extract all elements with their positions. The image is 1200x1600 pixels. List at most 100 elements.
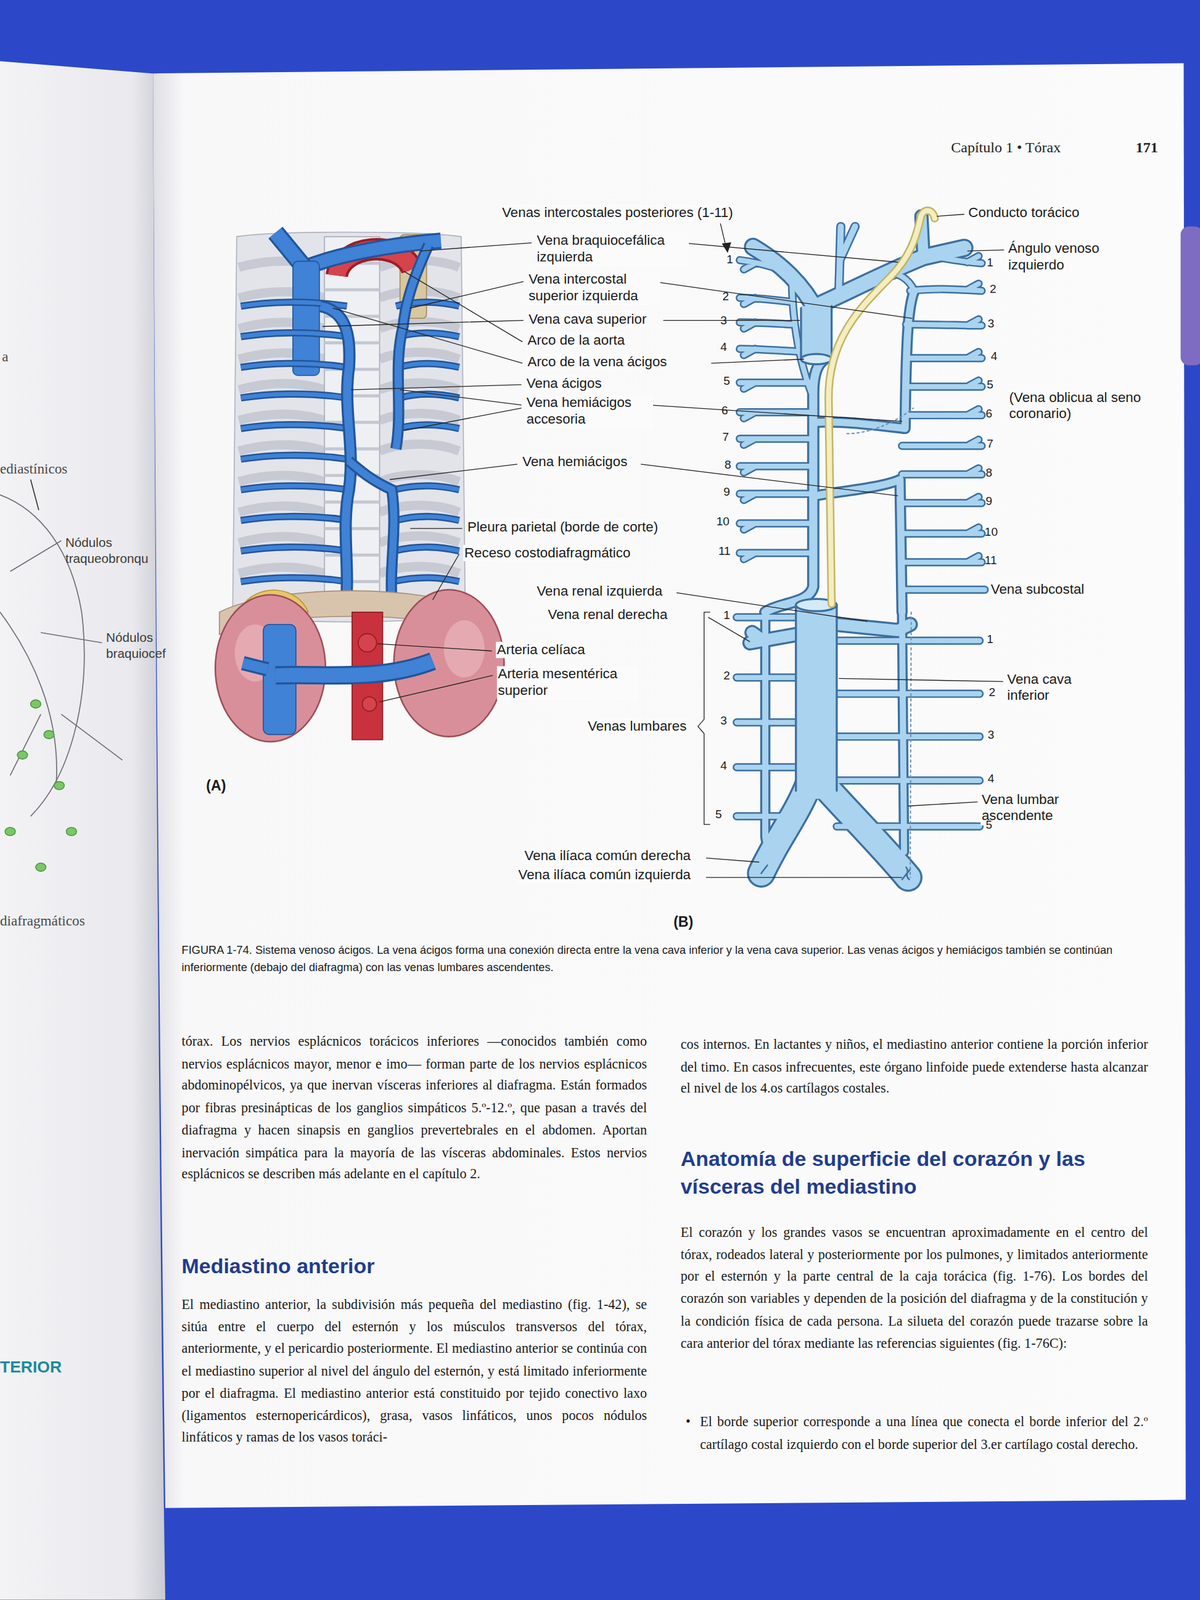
body-paragraph: El borde superior corresponde a una líne… <box>699 1411 1148 1456</box>
callout-number: 2 <box>989 282 997 297</box>
part-label: Vena hemiácigos <box>521 453 629 471</box>
left-page-illustration <box>35 863 47 872</box>
schematic-b <box>836 640 980 827</box>
schematic-b <box>801 353 832 365</box>
schematic-b <box>828 210 935 605</box>
schematic-b <box>902 612 905 853</box>
illustration-a <box>242 663 268 670</box>
illustration-a <box>275 661 433 676</box>
illustration-a <box>361 696 377 711</box>
callout-number: 5 <box>986 818 993 833</box>
illustration-a <box>292 261 320 376</box>
schematic-b <box>846 408 914 434</box>
part-label: Vena ácigos <box>525 375 603 393</box>
schematic-b <box>836 624 911 631</box>
leader-lines <box>350 384 522 390</box>
leader-lines <box>967 249 1005 251</box>
book-pages <box>0 61 166 1600</box>
schematic-b <box>824 785 909 878</box>
callout-number: 1 <box>986 255 994 271</box>
body-paragraph: El mediastino anterior, la subdivisión m… <box>181 1293 648 1449</box>
leader-lines <box>403 271 523 342</box>
schematic-b <box>796 604 837 799</box>
callout-number: 5 <box>723 374 731 389</box>
callout-number: 11 <box>718 545 731 560</box>
callout-number: 8 <box>724 458 732 473</box>
leader-lines <box>838 678 1003 682</box>
left-page-illustration <box>4 699 77 872</box>
page-number: 171 <box>1135 138 1159 157</box>
callout-number: 1 <box>986 632 994 647</box>
schematic-b <box>749 632 796 644</box>
part-label: (Vena oblicua al seno coronario) <box>1008 389 1152 424</box>
part-label: Venas lumbares <box>586 718 688 736</box>
part-label: Vena ilíaca común izquierda <box>517 867 692 885</box>
part-label: Vena lumbar ascendente <box>980 791 1081 826</box>
schematic-b <box>801 305 832 359</box>
callout-number: 10 <box>716 515 730 530</box>
body-paragraph: cos internos. En lactantes y niños, el m… <box>680 1033 1149 1101</box>
left-page-illustration <box>4 827 16 836</box>
leader-lines <box>706 876 903 878</box>
body-paragraph: tórax. Los nervios esplácnicos torácicos… <box>181 1030 648 1186</box>
part-label: Vena renal derecha <box>546 607 669 625</box>
part-label: Vena hemiácigos accesoria <box>525 394 654 429</box>
leader-lines <box>379 675 494 702</box>
leader-lines <box>322 214 1004 879</box>
part-label: Receso costodiafragmático <box>463 545 632 562</box>
part-label: Arco de la aorta <box>526 332 626 350</box>
schematic-b <box>801 305 832 359</box>
part-label: Vena braquiocefálica izquierda <box>535 232 689 267</box>
leader-lines <box>389 464 898 496</box>
panel-letter: (A) <box>205 777 226 795</box>
callout-number: 1 <box>726 252 734 268</box>
callout-number: 4 <box>720 341 728 356</box>
facing-page-text: ediastínicos <box>0 461 68 479</box>
callout-number: 6 <box>721 403 729 419</box>
section-heading: Anatomía de superficie del corazón y las… <box>680 1145 1110 1200</box>
left-page-illustration <box>54 781 65 790</box>
callout-number: 10 <box>984 525 998 540</box>
left-page-illustration <box>30 479 39 511</box>
part-label: Vena cava inferior <box>1006 671 1101 706</box>
callout-number: 3 <box>987 728 995 744</box>
left-page-illustration <box>30 699 42 708</box>
callout-number: 2 <box>723 669 731 684</box>
schematic-b <box>900 255 985 590</box>
illustration-a <box>349 244 429 610</box>
callout-number: 9 <box>986 495 993 510</box>
callout-number: 4 <box>990 350 998 365</box>
part-label: Venas intercostales posteriores (1-11) <box>500 205 734 222</box>
callout-number: 6 <box>986 406 993 422</box>
facing-page-label: Nódulos braquiocef <box>106 630 153 663</box>
part-label: Conducto torácico <box>967 205 1081 222</box>
part-label: Arteria celíaca <box>495 641 586 659</box>
illustration-a <box>241 302 350 582</box>
callout-number: 9 <box>723 485 731 501</box>
running-head: Capítulo 1 • Tórax <box>950 138 1061 157</box>
callout-number: 5 <box>986 378 994 393</box>
figure-caption: FIGURA 1-74. Sistema venoso ácigos. La v… <box>181 941 1154 976</box>
callout-number: 4 <box>987 772 995 787</box>
leader-lines <box>377 643 492 652</box>
illustration-a <box>275 661 433 676</box>
part-label: Vena renal izquierda <box>535 583 664 601</box>
facing-page-text: a <box>1 349 9 367</box>
illustration-a <box>215 231 504 742</box>
book-pages <box>152 63 1186 1509</box>
part-label: Ángulo venoso izquierdo <box>1006 241 1128 276</box>
facing-page-text: diafragmáticos <box>0 913 86 931</box>
facing-page-label: Nódulos traqueobronqu <box>65 535 152 568</box>
illustration-a <box>232 231 465 622</box>
illustration-a <box>241 302 350 582</box>
callout-number: 3 <box>720 714 728 729</box>
callout-number: 7 <box>986 437 994 453</box>
callout-number: 1 <box>723 609 731 624</box>
book-pages <box>1180 226 1200 366</box>
schematic-b <box>902 612 905 853</box>
schematic-b <box>838 226 855 296</box>
callout-number: 3 <box>987 317 995 332</box>
